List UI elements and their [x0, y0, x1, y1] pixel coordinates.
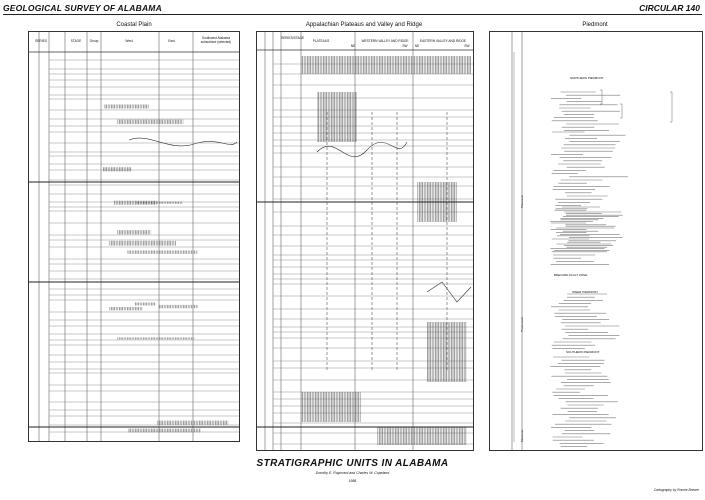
app-belt-mark-2: SW — [402, 44, 408, 48]
coastal-hatch-band — [109, 307, 143, 311]
coastal-col-group: Group — [89, 39, 99, 43]
coastal-hatch-band — [116, 230, 152, 235]
authors-line: Dorothy E. Raymond and Charles W. Copela… — [315, 471, 390, 475]
coastal-plain-title: Coastal Plain — [116, 22, 152, 28]
coastal-hatch-band — [134, 302, 156, 306]
appalachian-chart-graphics — [257, 32, 473, 450]
app-fault-trace — [426, 281, 472, 303]
piedmont-section-inner: INNER PIEDMONT — [572, 290, 599, 294]
circular-number: CIRCULAR 140 — [639, 3, 700, 13]
coastal-col-west: West — [125, 39, 133, 43]
app-col-western: WESTERN VALLEY AND RIDGE — [361, 39, 409, 43]
app-col-plateaus: PLATEAUS — [312, 39, 330, 43]
coastal-col-series: SERIES — [35, 39, 47, 43]
coastal-hatch-band — [128, 428, 201, 433]
app-hatch-region — [301, 56, 471, 74]
coastal-col-east: East — [168, 39, 175, 43]
app-hatch-region — [317, 92, 357, 142]
app-belt-mark-4: SW — [464, 44, 470, 48]
org-header: GEOLOGICAL SURVEY OF ALABAMA — [3, 3, 162, 13]
coastal-plain-panel: SERIES STAGE Group West East Southwest A… — [28, 31, 240, 442]
pied-bracket — [670, 91, 673, 123]
app-hatch-region — [377, 427, 467, 445]
coastal-col-stage: STAGE — [70, 39, 82, 43]
appalachian-title: Appalachian Plateaus and Valley and Ridg… — [305, 22, 423, 28]
coastal-hatch-band — [136, 201, 183, 204]
coastal-hatch-band — [117, 337, 195, 340]
coastal-hatch-band — [102, 167, 132, 172]
appalachian-panel: SERIES/STAGE PLATEAUS WESTERN VALLEY AND… — [256, 31, 474, 451]
piedmont-chart-graphics — [511, 32, 673, 450]
piedmont-section-brevard: BREVARD FAULT ZONE — [554, 273, 588, 277]
coastal-hatch-band — [156, 420, 229, 425]
app-belt-mark-1: NE — [350, 44, 356, 48]
coastal-chart-graphics — [29, 32, 239, 441]
coastal-hatch-band — [127, 250, 198, 254]
app-col-series: SERIES/STAGE — [281, 36, 305, 40]
app-wavy-contact — [316, 141, 408, 158]
app-col-eastern: EASTERN VALLEY AND RIDGE — [419, 39, 467, 43]
coastal-col-subsurface: Southwest Alabama subsurface (selected) — [200, 36, 232, 44]
pied-bracket — [600, 89, 603, 105]
coastal-hatch-band — [158, 304, 198, 309]
piedmont-title: Piedmont — [582, 22, 608, 28]
coastal-hatch-band — [103, 104, 149, 109]
app-hatch-region — [301, 392, 361, 422]
piedmont-section-northern: NORTHERN PIEDMONT — [570, 76, 604, 80]
pied-bracket — [620, 103, 623, 119]
coastal-hatch-band — [117, 119, 184, 125]
piedmont-section-southern: SOUTHERN PIEDMONT — [566, 350, 600, 354]
coastal-hatch-band — [108, 240, 177, 246]
coastal-wavy-contact — [128, 137, 238, 147]
header-rule — [3, 14, 702, 15]
chart-main-title: STRATIGRAPHIC UNITS IN ALABAMA — [256, 458, 449, 469]
app-belt-mark-3: NE — [414, 44, 420, 48]
publication-year: 1988 — [348, 479, 357, 483]
piedmont-panel: NORTHERN PIEDMONT BREVARD FAULT ZONE INN… — [489, 31, 703, 451]
cartography-credit: Cartography by Ronnie Brewer — [653, 488, 699, 492]
coastal-hatch-band — [113, 200, 158, 205]
